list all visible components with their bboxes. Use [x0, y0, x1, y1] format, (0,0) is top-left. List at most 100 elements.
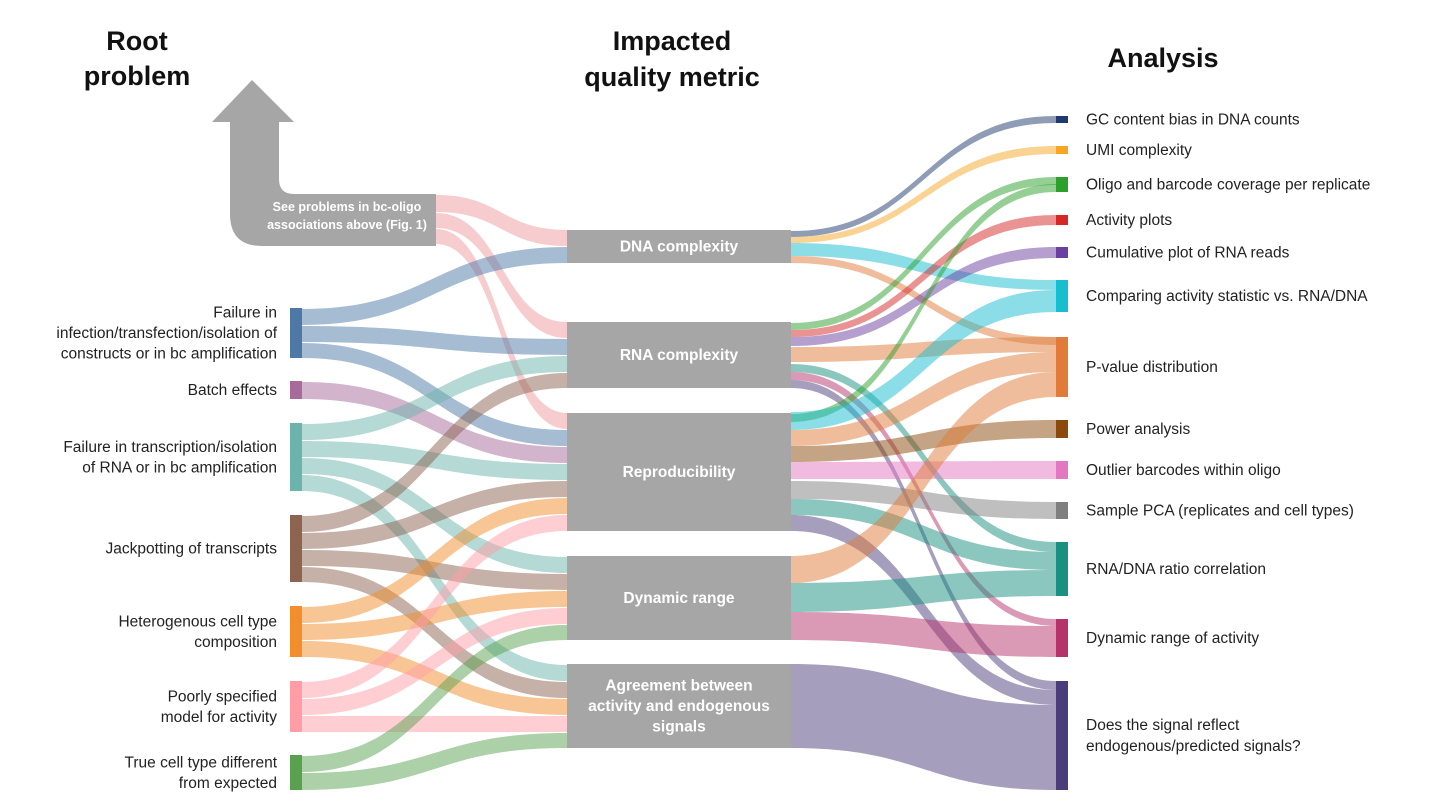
flow-link-rna-complexity-to-oligo-coverage	[791, 177, 1056, 330]
flow-link-jackpotting-to-rna-complexity	[302, 373, 567, 532]
metric-node-agreement	[567, 664, 791, 748]
up-arrow-shape	[212, 80, 436, 246]
flow-link-dna-complexity-to-umi	[791, 146, 1056, 243]
analysis-node-umi	[1056, 146, 1068, 154]
root-label-batch-effects: Batch effects	[188, 382, 278, 399]
root-label-failure-transcription: of RNA or in bc amplification	[82, 459, 277, 476]
root-label-heterogenous: composition	[194, 634, 277, 651]
flow-link-heterogenous-to-agreement	[302, 641, 567, 715]
flow-link-agreement-to-signal	[791, 664, 1056, 790]
root-label-failure-transcription: Failure in transcription/isolation	[63, 439, 277, 456]
metric-node-dynamic-range	[567, 556, 791, 640]
analysis-node-oligo-coverage	[1056, 177, 1068, 192]
analysis-node-activity-plots	[1056, 215, 1068, 225]
flow-link-true-cell-type-to-dynamic-range	[302, 625, 567, 772]
root-node-poorly-specified	[290, 681, 302, 732]
flow-link-jackpotting-to-dynamic-range	[302, 550, 567, 590]
flow-link-dynamic-range-to-ratio-corr	[791, 570, 1056, 612]
root-node-failure-transcription	[290, 423, 302, 491]
flow-link-rna-complexity-to-cumulative	[791, 247, 1056, 346]
header-analysis: Analysis	[1107, 43, 1218, 73]
root-label-heterogenous: Heterogenous cell type	[118, 613, 277, 630]
flow-link-rna-complexity-to-pvalue	[791, 337, 1056, 362]
analysis-node-outlier	[1056, 461, 1068, 479]
flow-link-poorly-specified-to-reproducibility	[302, 515, 567, 698]
header-metric-line2: quality metric	[584, 62, 760, 92]
metric-node-rna-complexity	[567, 322, 791, 388]
flow-link-arrow-to-reproducibility	[436, 229, 567, 429]
root-label-failure-infection: Failure in	[213, 305, 277, 322]
analysis-node-gc-content	[1056, 116, 1068, 123]
analysis-label-oligo-coverage: Oligo and barcode coverage per replicate	[1086, 177, 1370, 194]
flow-link-dynamic-range-to-pvalue	[791, 372, 1056, 583]
flow-link-true-cell-type-to-agreement	[302, 733, 567, 790]
flow-link-reproducibility-to-oligo-coverage	[791, 184, 1056, 422]
flow-link-arrow-to-rna-complexity	[436, 213, 567, 338]
flow-link-failure-infection-to-dna-complexity	[302, 247, 567, 325]
root-node-heterogenous	[290, 606, 302, 657]
analysis-label-pvalue: P-value distribution	[1086, 359, 1218, 376]
flow-link-dna-complexity-to-comparing	[791, 243, 1056, 290]
analysis-node-pvalue	[1056, 337, 1068, 397]
root-node-batch-effects	[290, 381, 302, 399]
analysis-label-outlier: Outlier barcodes within oligo	[1086, 462, 1281, 479]
analysis-node-power	[1056, 420, 1068, 438]
flow-link-failure-transcription-to-rna-complexity	[302, 356, 567, 440]
metric-label-rna-complexity: RNA complexity	[620, 347, 739, 364]
analysis-node-cumulative	[1056, 247, 1068, 258]
flow-link-rna-complexity-to-activity-plots	[791, 215, 1056, 337]
analysis-label-signal: endogenous/predicted signals?	[1086, 738, 1301, 755]
metric-label-agreement: activity and endogenous	[588, 698, 770, 715]
analysis-label-signal: Does the signal reflect	[1086, 717, 1240, 734]
analysis-label-ratio-corr: RNA/DNA ratio correlation	[1086, 561, 1266, 578]
root-label-failure-infection: constructs or in bc amplification	[61, 346, 277, 363]
root-label-jackpotting: Jackpotting of transcripts	[106, 541, 278, 558]
analysis-node-ratio-corr	[1056, 542, 1068, 596]
root-label-true-cell-type: from expected	[179, 775, 277, 792]
root-node-true-cell-type	[290, 755, 302, 790]
metric-label-dynamic-range: Dynamic range	[623, 590, 735, 607]
flow-link-poorly-specified-to-dynamic-range	[302, 608, 567, 715]
analysis-label-power: Power analysis	[1086, 421, 1190, 438]
header-root-line1: Root	[106, 26, 167, 56]
analysis-label-activity-plots: Activity plots	[1086, 212, 1172, 229]
analysis-node-dynamic-activity	[1056, 619, 1068, 657]
metric-label-dna-complexity: DNA complexity	[620, 239, 739, 256]
root-node-jackpotting	[290, 515, 302, 582]
flow-link-reproducibility-to-pvalue	[791, 352, 1056, 446]
flow-link-heterogenous-to-reproducibility	[302, 498, 567, 623]
analysis-label-gc-content: GC content bias in DNA counts	[1086, 112, 1300, 129]
flow-link-jackpotting-to-agreement	[302, 567, 567, 698]
root-label-poorly-specified: model for activity	[161, 709, 278, 726]
analysis-node-signal	[1056, 681, 1068, 790]
analysis-node-pca	[1056, 502, 1068, 519]
arrow-label-line2: associations above (Fig. 1)	[267, 218, 427, 232]
root-label-failure-infection: infection/transfection/isolation of	[56, 325, 277, 342]
analysis-node-comparing	[1056, 280, 1068, 312]
analysis-label-comparing: Comparing activity statistic vs. RNA/DNA	[1086, 288, 1368, 305]
flow-link-heterogenous-to-dynamic-range	[302, 591, 567, 640]
flow-link-poorly-specified-to-agreement	[302, 716, 567, 732]
flow-link-reproducibility-to-signal	[791, 515, 1056, 705]
flow-link-reproducibility-to-power	[791, 420, 1056, 462]
analysis-label-pca: Sample PCA (replicates and cell types)	[1086, 503, 1354, 520]
flow-link-reproducibility-to-pca	[791, 481, 1056, 519]
header-root-line2: problem	[84, 61, 191, 91]
flow-link-dynamic-range-to-dynamic-activity	[791, 612, 1056, 657]
flow-link-failure-infection-to-rna-complexity	[302, 326, 567, 355]
analysis-label-cumulative: Cumulative plot of RNA reads	[1086, 245, 1290, 262]
flow-link-failure-transcription-to-reproducibility	[302, 441, 567, 480]
metric-label-reproducibility: Reproducibility	[623, 464, 736, 481]
flow-links	[302, 116, 1056, 790]
flow-link-batch-effects-to-reproducibility	[302, 382, 567, 463]
flow-link-reproducibility-to-ratio-corr	[791, 499, 1056, 570]
metric-node-dna-complexity	[567, 230, 791, 263]
flow-link-rna-complexity-to-ratio-corr	[791, 364, 1056, 552]
flow-link-arrow-to-dna-complexity	[436, 195, 567, 246]
arrow-label-line1: See problems in bc-oligo	[273, 200, 422, 214]
root-node-failure-infection	[290, 308, 302, 358]
root-label-poorly-specified: Poorly specified	[168, 688, 277, 705]
flow-link-reproducibility-to-comparing	[791, 290, 1056, 430]
analysis-label-dynamic-activity: Dynamic range of activity	[1086, 630, 1259, 647]
analysis-label-umi: UMI complexity	[1086, 142, 1192, 159]
